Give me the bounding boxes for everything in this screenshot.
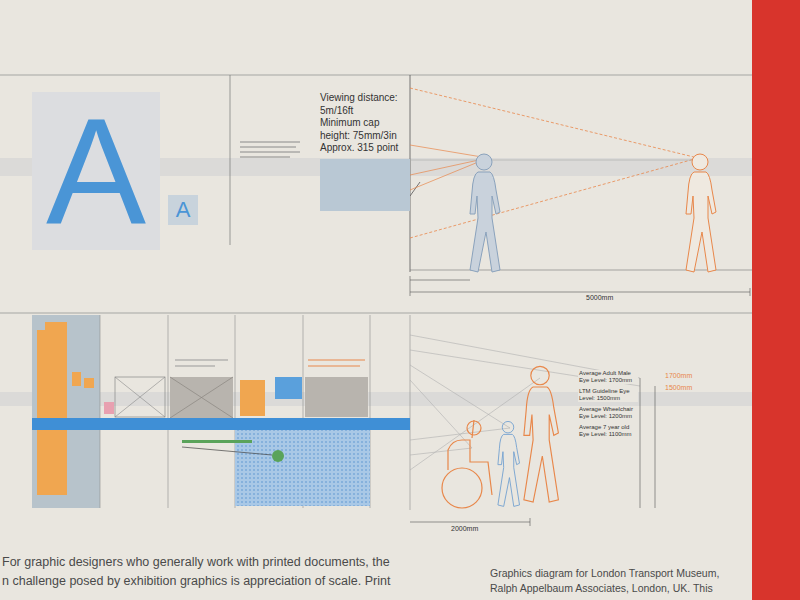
height-dimension: 1700mm bbox=[664, 372, 693, 380]
letter-text: A bbox=[46, 96, 146, 246]
distance-dimension: 5000mm bbox=[585, 294, 614, 302]
body-text: n challenge posed by exhibition graphics… bbox=[2, 574, 390, 589]
spec-text: Approx. 315 point bbox=[320, 142, 410, 155]
viewing-spec-box: Viewing distance: 5m/16ftMinimum cap hei… bbox=[318, 90, 412, 213]
spec-text: Viewing distance: 5m/16ft bbox=[320, 92, 410, 117]
figure-caption: Graphics diagram for London Transport Mu… bbox=[490, 566, 748, 596]
distance-dimension: 2000mm bbox=[450, 525, 479, 533]
letter-text: A bbox=[176, 199, 191, 221]
letter-sample-large: A bbox=[32, 92, 160, 250]
eye-level-note: LTM Guideline Eye Level: 1500mm bbox=[578, 388, 638, 402]
body-text: For graphic designers who generally work… bbox=[2, 555, 390, 570]
sign-panel bbox=[320, 159, 410, 211]
eye-level-note: Average Adult Male Eye Level: 1700mm bbox=[578, 370, 638, 384]
eye-level-note: Average Wheelchair Eye Level: 1200mm bbox=[578, 406, 638, 420]
eye-level-note: Average 7 year old Eye Level: 1100mm bbox=[578, 424, 638, 438]
letter-sample-small: A bbox=[168, 195, 198, 225]
spec-text: Minimum cap height: 75mm/3in bbox=[320, 117, 410, 142]
height-dimension: 1500mm bbox=[664, 384, 693, 392]
